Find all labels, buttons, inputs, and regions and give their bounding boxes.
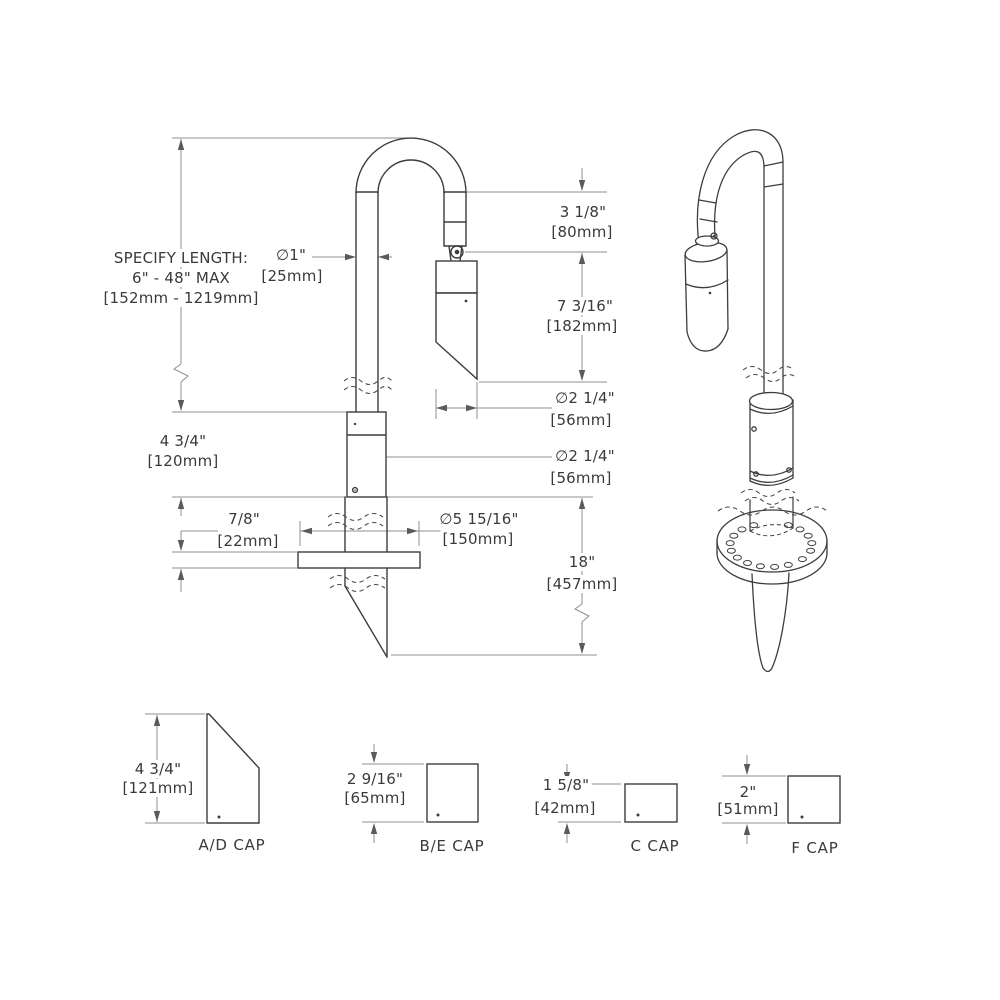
flange-diameter-mm: [150mm] [440, 530, 516, 548]
cap-ad-label: A/D CAP [198, 836, 266, 854]
cap-f-label: F CAP [791, 839, 839, 857]
specify-length-line3: [152mm - 1219mm] [101, 289, 261, 307]
front-view-geometry [297, 137, 478, 658]
cap-profiles [206, 713, 841, 824]
cap-ad-dim-inch: 4 3/4" [132, 760, 184, 778]
specify-length-line1: SPECIFY LENGTH: [111, 249, 251, 267]
body-height-inch: 4 3/4" [157, 432, 209, 450]
front-view-break-lines [327, 376, 393, 593]
head-length-mm: [182mm] [544, 317, 620, 335]
cap-ad-shape [206, 713, 260, 824]
flange-thickness-mm: [22mm] [215, 532, 281, 550]
cap-c-label: C CAP [630, 837, 680, 855]
cap-be-dim-inch: 2 9/16" [344, 770, 406, 788]
burial-depth-mm: [457mm] [544, 575, 620, 593]
head-diameter-mm: [56mm] [548, 411, 614, 429]
specify-length-line2: 6" - 48" MAX [129, 269, 233, 287]
burial-depth-inch: 18" [566, 553, 598, 571]
body-diameter-mm: [56mm] [548, 469, 614, 487]
cap-c-dim-mm: [42mm] [532, 799, 598, 817]
iso-view-break-lines [717, 365, 828, 537]
cap-ad-dim-mm: [121mm] [120, 779, 196, 797]
post-diameter-mm: [25mm] [259, 267, 325, 285]
cap-c-shape [624, 783, 678, 823]
body-height-mm: [120mm] [145, 452, 221, 470]
flange-thickness-inch: 7/8" [226, 510, 262, 528]
bend-height-mm: [80mm] [549, 223, 615, 241]
cap-be-dim-mm: [65mm] [342, 789, 408, 807]
post-diameter-inch: ∅1" [273, 246, 309, 264]
cap-c-dim-inch: 1 5/8" [540, 776, 592, 794]
iso-view-geometry [684, 129, 828, 673]
cap-f-dim-mm: [51mm] [715, 800, 781, 818]
flange-bolt-holes [725, 522, 817, 570]
flange-diameter-inch: ∅5 15/16" [437, 510, 521, 528]
body-diameter-inch: ∅2 1/4" [553, 447, 617, 465]
cap-be-shape [426, 763, 479, 823]
head-length-inch: 7 3/16" [554, 297, 616, 315]
cap-be-label: B/E CAP [419, 837, 485, 855]
bend-height-inch: 3 1/8" [557, 203, 609, 221]
cap-f-dim-inch: 2" [737, 783, 759, 801]
cap-f-shape [787, 775, 841, 824]
dimension-arrowheads [153, 139, 751, 835]
head-diameter-inch: ∅2 1/4" [553, 389, 617, 407]
